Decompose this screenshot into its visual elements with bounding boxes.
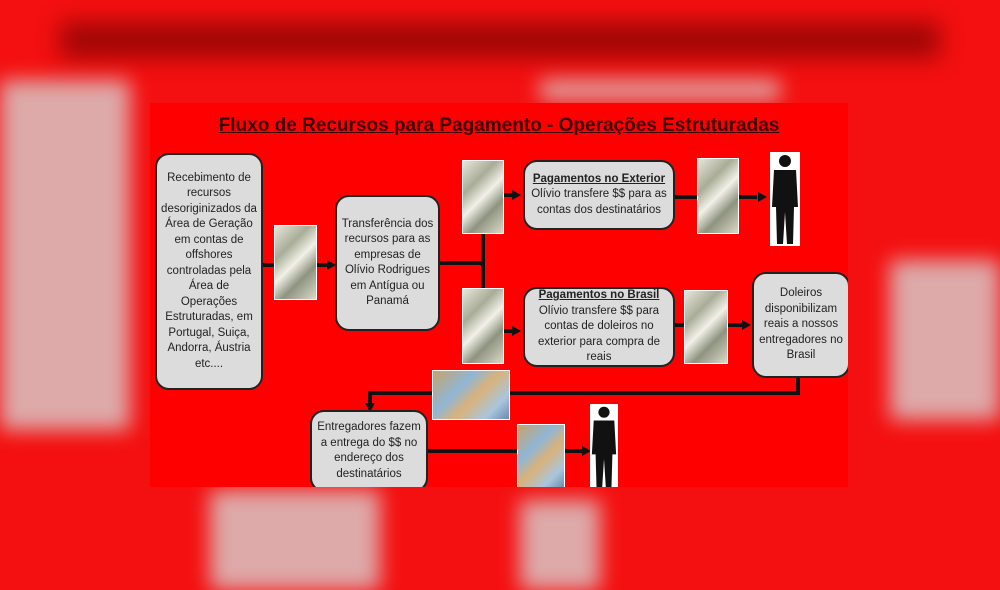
connector — [263, 263, 278, 267]
arrow-head — [327, 260, 336, 270]
real-bills-image — [517, 424, 565, 487]
blurred-panel — [540, 80, 780, 100]
connector — [481, 229, 485, 329]
connector — [726, 323, 742, 327]
box-text: Olívio transfere $$ para as contas dos d… — [531, 188, 667, 216]
diagram-slide: Fluxo de Recursos para Pagamento - Opera… — [150, 103, 848, 487]
connector — [675, 323, 685, 327]
person-silhouette-icon — [590, 404, 618, 487]
connector — [315, 263, 327, 267]
connector — [440, 261, 485, 265]
dollar-bills-image — [462, 160, 504, 234]
box-text: Entregadores fazem a entrega do $$ no en… — [317, 421, 421, 480]
box-heading: Pagamentos no Exterior — [532, 172, 666, 185]
blurred-title — [60, 22, 940, 58]
connector — [502, 193, 512, 197]
connector — [368, 391, 372, 403]
arrow-head — [512, 190, 521, 200]
box-doleiros: Doleiros disponibilizam reais a nossos e… — [752, 272, 848, 378]
box-heading: Pagamentos no Brasil — [538, 289, 660, 302]
connector — [428, 449, 518, 453]
dollar-bills-image — [274, 225, 317, 300]
box-entregadores: Entregadores fazem a entrega do $$ no en… — [310, 410, 428, 487]
connector — [796, 377, 800, 395]
box-text: Doleiros disponibilizam reais a nossos e… — [759, 287, 843, 362]
connector — [502, 329, 512, 333]
connector — [675, 195, 697, 199]
box-recebimento: Recebimento de recursos desoriginizados … — [155, 153, 263, 390]
blurred-panel — [210, 490, 380, 590]
person-silhouette-icon — [770, 152, 800, 246]
box-transferencia: Transferência dos recursos para as empre… — [335, 195, 440, 331]
real-bills-image — [432, 370, 510, 420]
blurred-panel — [890, 260, 1000, 420]
box-text: Transferência dos recursos para as empre… — [341, 217, 434, 308]
blurred-panel — [520, 500, 600, 590]
connector — [563, 449, 583, 453]
arrow-head — [742, 320, 751, 330]
connector — [737, 195, 757, 199]
box-text: Recebimento de recursos desoriginizados … — [161, 171, 257, 370]
diagram-title: Fluxo de Recursos para Pagamento - Opera… — [218, 115, 780, 136]
blurred-panel — [0, 80, 130, 430]
arrow-head — [758, 192, 767, 202]
dollar-bills-image — [462, 288, 504, 364]
connector — [368, 391, 800, 395]
dollar-bills-image — [684, 290, 728, 364]
box-text: Olívio transfere $$ para contas de dolei… — [537, 304, 661, 364]
arrow-head — [512, 326, 521, 336]
arrow-head — [365, 403, 375, 412]
arrow-head — [582, 446, 591, 456]
dollar-bills-image — [697, 158, 739, 234]
